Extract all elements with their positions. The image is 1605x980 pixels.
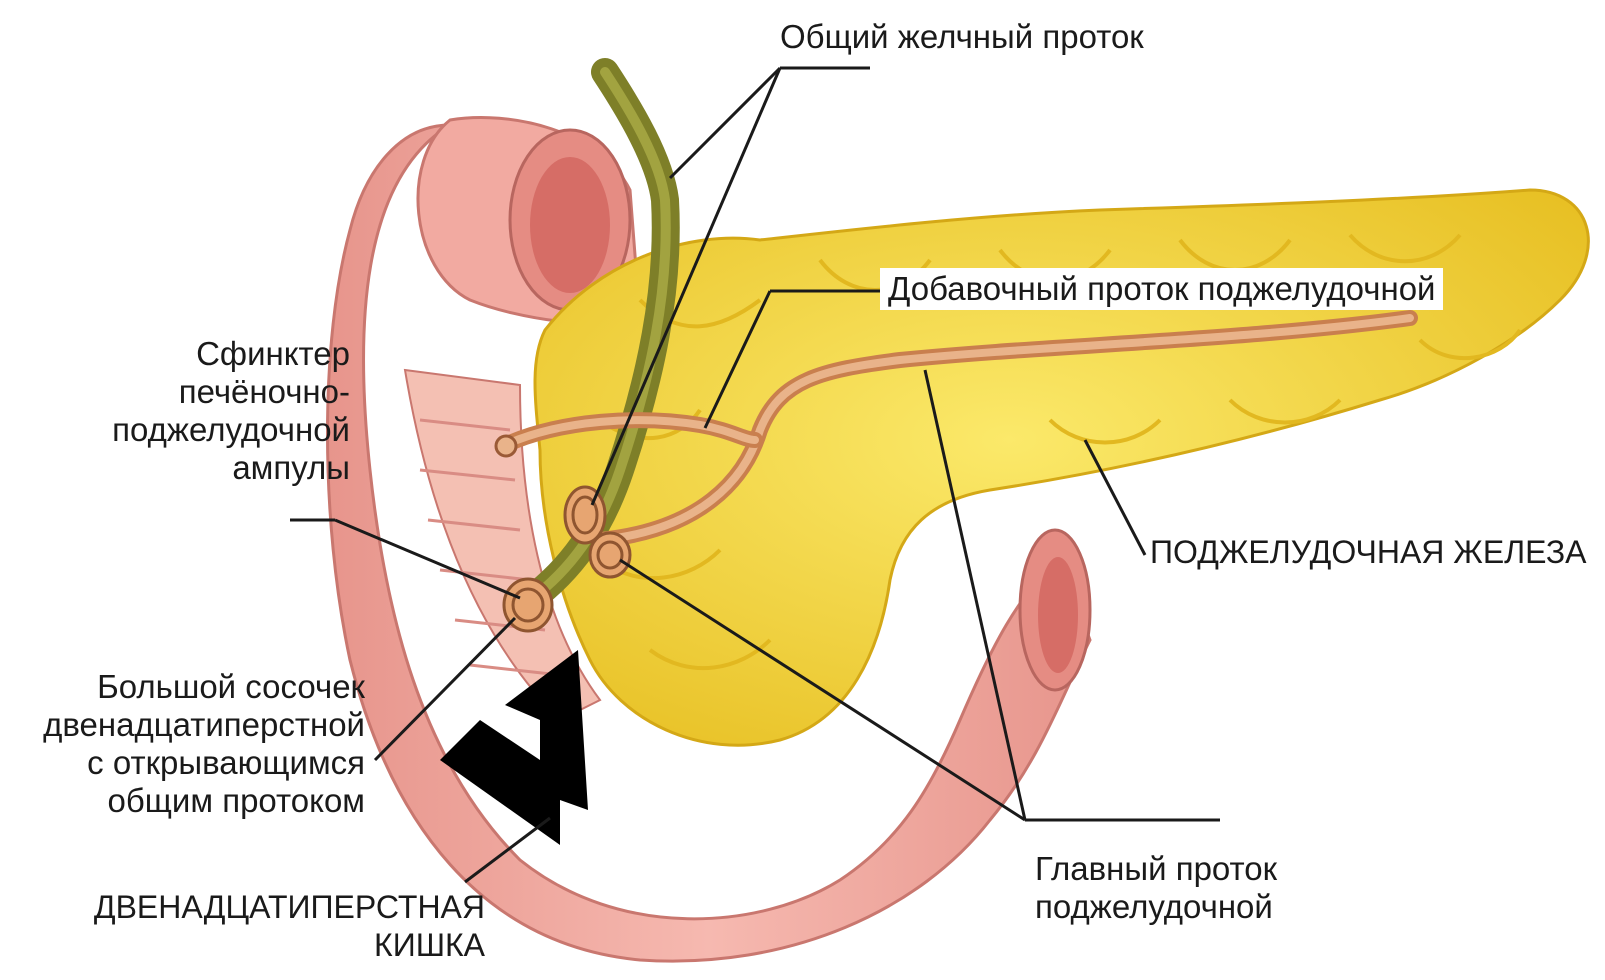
label-sphincter: Сфинктер печёночно- поджелудочной ампулы <box>112 335 350 487</box>
label-text: Добавочный проток поджелудочной <box>888 270 1435 308</box>
label-line: ДВЕНАДЦАТИПЕРСТНАЯ <box>94 888 485 926</box>
label-accessory-pancreatic-duct: Добавочный проток поджелудочной <box>880 268 1443 310</box>
label-duodenum: ДВЕНАДЦАТИПЕРСТНАЯ КИШКА <box>94 888 485 964</box>
label-line: двенадцатиперстной <box>43 706 365 744</box>
label-line: Главный проток <box>1035 850 1277 888</box>
label-line: с открывающимся <box>43 744 365 782</box>
label-line: поджелудочной <box>112 411 350 449</box>
label-text: ПОДЖЕЛУДОЧНАЯ ЖЕЛЕЗА <box>1150 533 1586 571</box>
minor-papilla <box>496 436 516 456</box>
label-line: Большой сосочек <box>43 668 365 706</box>
label-line: ампулы <box>112 449 350 487</box>
label-line: печёночно- <box>112 373 350 411</box>
label-line: Сфинктер <box>112 335 350 373</box>
label-line: общим протоком <box>43 782 365 820</box>
label-pancreas: ПОДЖЕЛУДОЧНАЯ ЖЕЛЕЗА <box>1150 533 1586 571</box>
label-text: Общий желчный проток <box>780 18 1144 56</box>
label-line: поджелудочной <box>1035 888 1277 926</box>
label-main-pancreatic-duct: Главный проток поджелудочной <box>1035 850 1277 926</box>
label-line: КИШКА <box>94 926 485 964</box>
label-common-bile-duct: Общий желчный проток <box>780 18 1144 56</box>
label-major-papilla: Большой сосочек двенадцатиперстной с отк… <box>43 668 365 820</box>
